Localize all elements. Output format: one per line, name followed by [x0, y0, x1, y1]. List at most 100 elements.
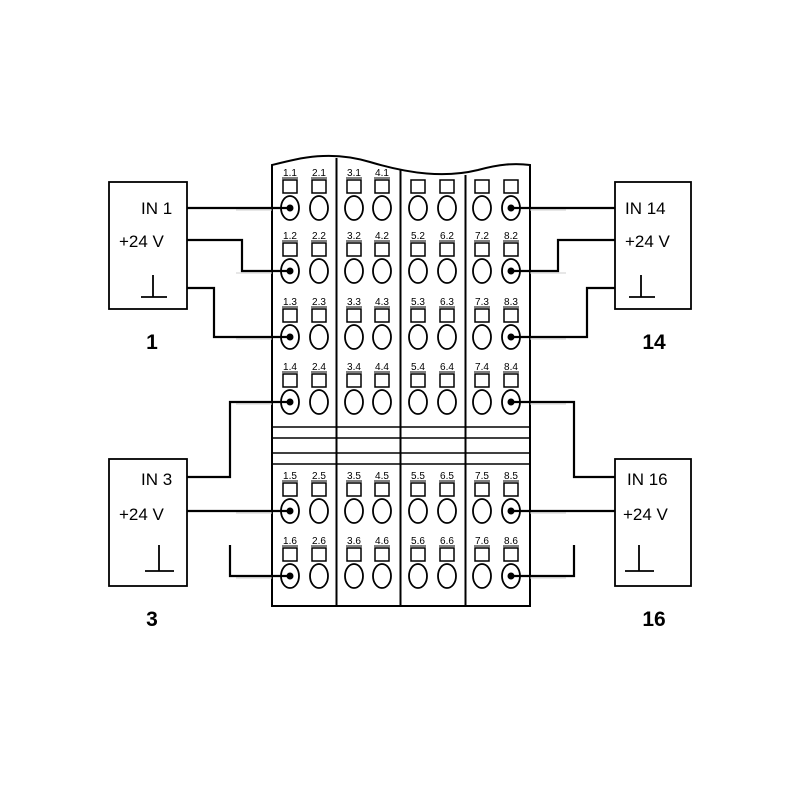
- device-supply-label: +24 V: [623, 505, 669, 524]
- device-signal-label: IN 14: [625, 199, 666, 218]
- terminal-clamp: [408, 195, 428, 221]
- terminal-clamp: [344, 258, 364, 284]
- terminal-label: 1.3: [283, 297, 297, 308]
- terminal-clamp: [372, 195, 392, 221]
- release-button: [410, 242, 426, 257]
- terminal-clamp: [472, 389, 492, 415]
- wire-in-3-signal: [187, 400, 290, 479]
- terminal-label: 4.1: [375, 168, 389, 179]
- terminal-label: 8.3: [504, 297, 518, 308]
- terminal-clamp: [372, 324, 392, 350]
- ground-icon: [625, 545, 654, 572]
- release-button: [282, 179, 298, 194]
- wires: [187, 206, 615, 578]
- release-button: [474, 179, 490, 194]
- terminal-label: 7.5: [475, 471, 489, 482]
- device-box: [614, 181, 692, 310]
- terminal-label: 2.2: [312, 231, 326, 242]
- release-button: [410, 179, 426, 194]
- terminal-clamp: [372, 563, 392, 589]
- wire-in-1-ground: [187, 286, 290, 339]
- terminal-label: 6.4: [440, 362, 454, 373]
- terminal-clamp: [472, 498, 492, 524]
- terminal-label: 5.4: [411, 362, 425, 373]
- release-button: [311, 373, 327, 388]
- release-button: [474, 308, 490, 323]
- terminal-clamp: [344, 563, 364, 589]
- terminal-label: 1.2: [283, 231, 297, 242]
- release-button: [410, 482, 426, 497]
- terminal-clamp: [437, 498, 457, 524]
- terminal-label: 6.6: [440, 536, 454, 547]
- terminal-label: 7.3: [475, 297, 489, 308]
- terminal-label: 1.5: [283, 471, 297, 482]
- release-button: [282, 482, 298, 497]
- release-button: [374, 373, 390, 388]
- release-button: [474, 482, 490, 497]
- terminal-clamp: [344, 498, 364, 524]
- terminal-label: 6.2: [440, 231, 454, 242]
- terminal-label: 7.4: [475, 362, 489, 373]
- release-button: [410, 547, 426, 562]
- device-number: 16: [642, 608, 665, 631]
- release-button: [503, 482, 519, 497]
- release-button: [282, 308, 298, 323]
- terminal-clamp: [408, 563, 428, 589]
- device-box: [614, 458, 692, 587]
- terminal-clamp: [437, 258, 457, 284]
- ground-icon: [145, 545, 174, 572]
- device-supply-label: +24 V: [119, 232, 165, 251]
- terminal-label: 7.2: [475, 231, 489, 242]
- device-box: [108, 181, 188, 310]
- device-signal-label: IN 3: [141, 470, 172, 489]
- release-button: [503, 373, 519, 388]
- terminal-clamp: [472, 258, 492, 284]
- release-button: [474, 373, 490, 388]
- device-supply-label: +24 V: [119, 505, 165, 524]
- device-in-16: IN 16 +24 V 16: [614, 458, 692, 631]
- release-button: [439, 482, 455, 497]
- terminal-label: 8.4: [504, 362, 518, 373]
- wire-in-14-ground: [511, 286, 615, 339]
- terminal-label: 3.4: [347, 362, 361, 373]
- terminal-clamp: [408, 258, 428, 284]
- release-button: [346, 179, 362, 194]
- ground-icon: [141, 275, 167, 298]
- terminal-clamp: [344, 389, 364, 415]
- terminal-label: 1.4: [283, 362, 297, 373]
- terminal-clamp: [408, 324, 428, 350]
- device-in-14: IN 14 +24 V 14: [614, 181, 692, 354]
- release-button: [311, 179, 327, 194]
- release-button: [374, 242, 390, 257]
- release-button: [503, 547, 519, 562]
- terminal-clamp: [372, 258, 392, 284]
- terminal-label: 7.6: [475, 536, 489, 547]
- release-button: [311, 547, 327, 562]
- terminal-label: 3.2: [347, 231, 361, 242]
- terminal-clamp: [372, 498, 392, 524]
- release-button: [439, 242, 455, 257]
- terminal-label: 8.5: [504, 471, 518, 482]
- release-button: [374, 179, 390, 194]
- release-button: [374, 308, 390, 323]
- terminal-label: 6.5: [440, 471, 454, 482]
- terminal-clamp: [372, 389, 392, 415]
- release-button: [311, 242, 327, 257]
- release-button: [503, 308, 519, 323]
- release-button: [439, 547, 455, 562]
- terminal-label: 6.3: [440, 297, 454, 308]
- terminal-label: 2.5: [312, 471, 326, 482]
- release-button: [439, 308, 455, 323]
- terminal-label: 3.5: [347, 471, 361, 482]
- wire-in-14-supply: [511, 238, 615, 273]
- terminal-clamp: [309, 195, 329, 221]
- terminal-clamp: [437, 324, 457, 350]
- device-number: 14: [642, 331, 666, 354]
- terminal-label: 3.3: [347, 297, 361, 308]
- terminal-clamp: [408, 498, 428, 524]
- terminal-label: 2.4: [312, 362, 326, 373]
- terminal-label: 1.1: [283, 168, 297, 179]
- terminal-label: 5.3: [411, 297, 425, 308]
- release-button: [346, 482, 362, 497]
